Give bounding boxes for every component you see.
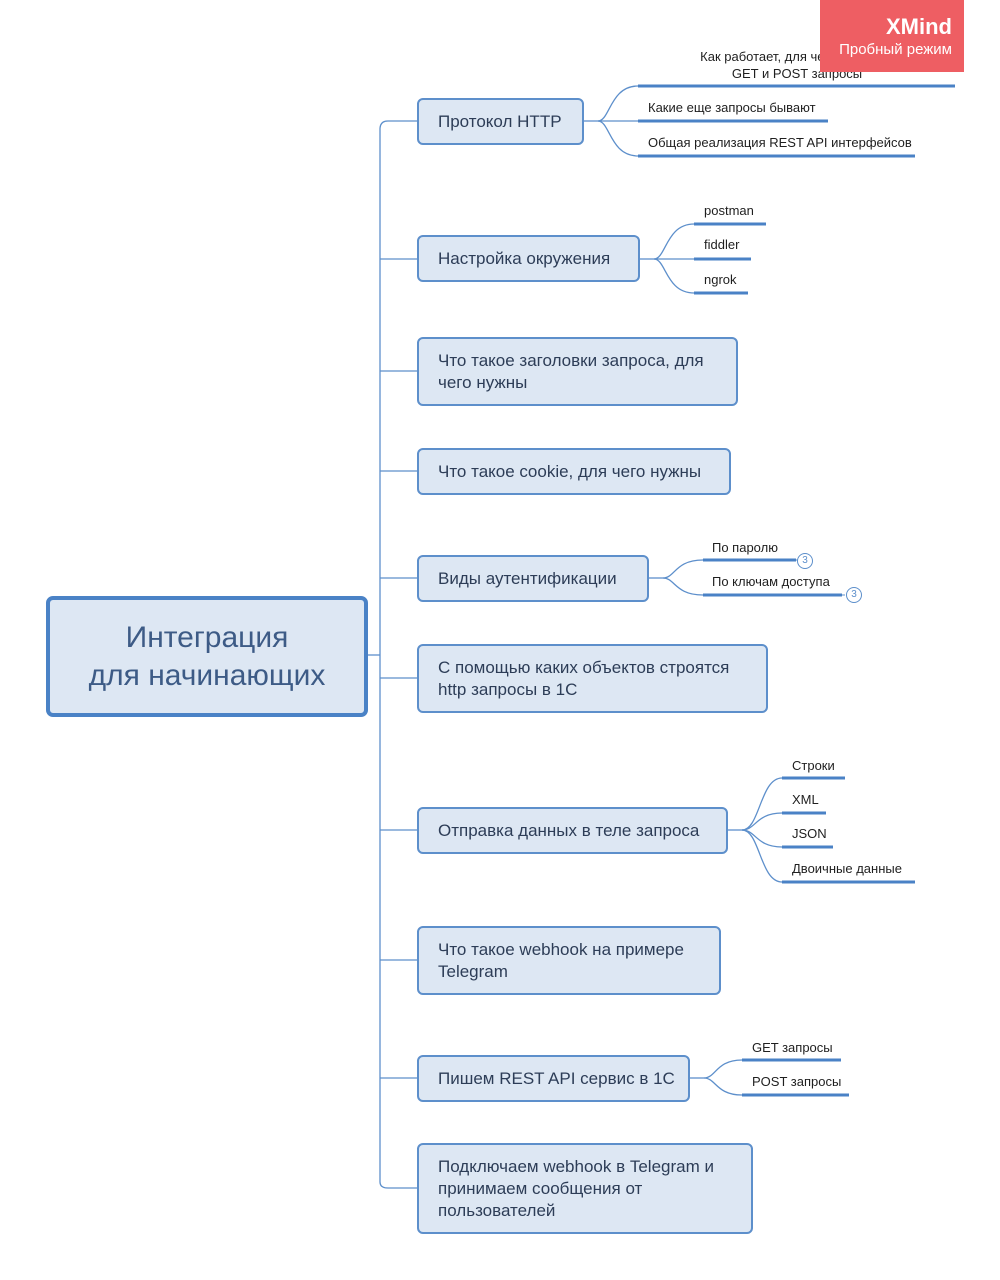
subtopic-label: fiddler bbox=[704, 237, 740, 252]
topic-http-protocol[interactable]: Протокол HTTP bbox=[417, 98, 584, 145]
subtopic-label: ngrok bbox=[704, 272, 737, 287]
topic-authentication-types[interactable]: Виды аутентификации bbox=[417, 555, 649, 602]
subtopic-label: XML bbox=[792, 792, 819, 807]
subtopic-label: Какие еще запросы бывают bbox=[648, 100, 816, 115]
subtopic-label: По ключам доступа bbox=[712, 574, 830, 589]
subtopic-fiddler[interactable]: fiddler bbox=[704, 237, 739, 252]
topic-request-headers[interactable]: Что такое заголовки запроса, для чего ну… bbox=[417, 337, 738, 406]
root-title-line2: для начинающих bbox=[88, 658, 326, 692]
topic-label: Отправка данных в теле запроса bbox=[438, 820, 700, 840]
subtopic-label: GET запросы bbox=[752, 1040, 833, 1055]
subtopic-by-access-keys[interactable]: По ключам доступа bbox=[712, 574, 830, 589]
topic-label: Что такое webhook на примере Telegram bbox=[438, 939, 684, 981]
subtopic-by-password[interactable]: По паролю bbox=[712, 540, 778, 555]
topic-label: Виды аутентификации bbox=[438, 568, 617, 588]
root-title-line1: Интеграция bbox=[125, 620, 289, 654]
subtopic-xml[interactable]: XML bbox=[792, 792, 819, 807]
subtopic-rest-api-general[interactable]: Общая реализация REST API интерфейсов bbox=[648, 135, 912, 150]
subtopic-label: Строки bbox=[792, 758, 835, 773]
subtopic-label: JSON bbox=[792, 826, 827, 841]
subtopic-label: Общая реализация REST API интерфейсов bbox=[648, 135, 912, 150]
subtopic-json[interactable]: JSON bbox=[792, 826, 827, 841]
subtopic-ngrok[interactable]: ngrok bbox=[704, 272, 737, 287]
topic-environment-setup[interactable]: Настройка окружения bbox=[417, 235, 640, 282]
topic-http-objects-1c[interactable]: С помощью каких объектов строятся http з… bbox=[417, 644, 768, 713]
topic-label: Пишем REST API сервис в 1С bbox=[438, 1068, 675, 1088]
subtopic-postman[interactable]: postman bbox=[704, 203, 754, 218]
subtopic-label: По паролю bbox=[712, 540, 778, 555]
topic-label: Протокол HTTP bbox=[438, 111, 562, 131]
topic-webhook-telegram[interactable]: Что такое webhook на примере Telegram bbox=[417, 926, 721, 995]
topic-request-body-data[interactable]: Отправка данных в теле запроса bbox=[417, 807, 728, 854]
subtopic-binary-data[interactable]: Двоичные данные bbox=[792, 861, 902, 876]
subtopic-label: postman bbox=[704, 203, 754, 218]
trial-watermark: XMind Пробный режим bbox=[820, 0, 964, 72]
topic-label: Что такое заголовки запроса, для чего ну… bbox=[438, 350, 704, 392]
topic-label: Настройка окружения bbox=[438, 248, 611, 268]
subtopic-strings[interactable]: Строки bbox=[792, 758, 835, 773]
trial-mode-label: Пробный режим bbox=[839, 41, 952, 58]
subtopic-other-requests[interactable]: Какие еще запросы бывают bbox=[648, 100, 816, 115]
root-topic[interactable]: Интеграция для начинающих bbox=[46, 596, 368, 717]
subtopic-post-requests[interactable]: POST запросы bbox=[752, 1074, 841, 1089]
topic-cookie[interactable]: Что такое cookie, для чего нужны bbox=[417, 448, 731, 495]
topic-rest-api-service[interactable]: Пишем REST API сервис в 1С bbox=[417, 1055, 690, 1102]
xmind-logo: XMind bbox=[886, 14, 952, 39]
subtopic-get-requests[interactable]: GET запросы bbox=[752, 1040, 833, 1055]
topic-label: С помощью каких объектов строятся http з… bbox=[438, 657, 730, 699]
topic-label: Подключаем webhook в Telegram и принимае… bbox=[438, 1156, 714, 1220]
collapsed-count-badge[interactable]: 3 bbox=[846, 587, 862, 603]
subtopic-label: POST запросы bbox=[752, 1074, 842, 1089]
topic-label: Что такое cookie, для чего нужны bbox=[438, 461, 702, 481]
collapsed-count-badge[interactable]: 3 bbox=[797, 553, 813, 569]
subtopic-label: Двоичные данные bbox=[792, 861, 902, 876]
topic-connect-webhook[interactable]: Подключаем webhook в Telegram и принимае… bbox=[417, 1143, 753, 1234]
